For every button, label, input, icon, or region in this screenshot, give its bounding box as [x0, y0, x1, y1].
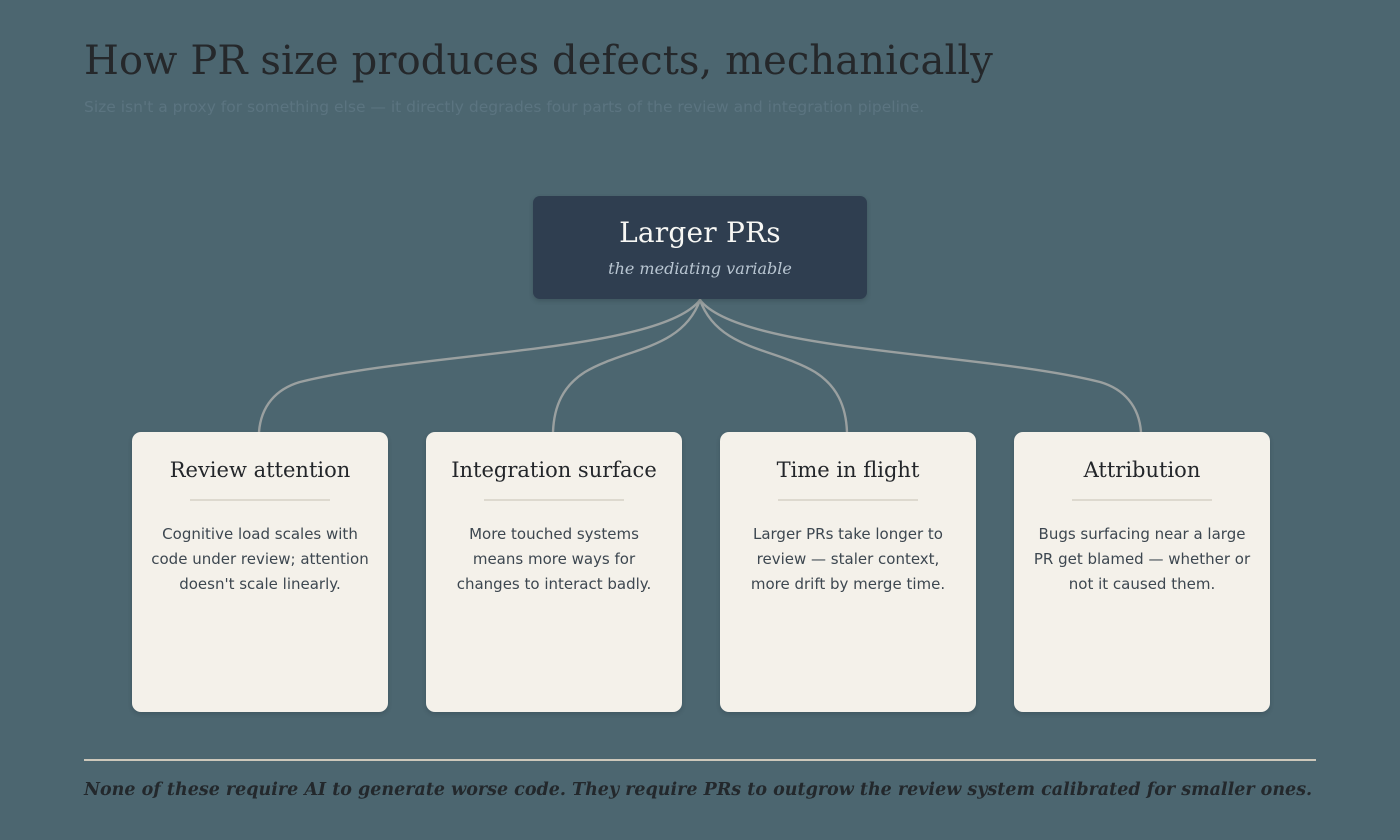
- card-review-attention[interactable]: Review attention Cognitive load scales w…: [132, 432, 388, 712]
- card-title: Attribution: [1083, 458, 1201, 482]
- connector-line-review-attention: [257, 298, 702, 434]
- connector-line-attribution: [698, 298, 1143, 434]
- connector-line-time-in-flight: [698, 298, 849, 434]
- card-attribution[interactable]: Attribution Bugs surfacing near a large …: [1014, 432, 1270, 712]
- card-divider: [1072, 499, 1212, 502]
- page-subtitle: Size isn't a proxy for something else — …: [84, 98, 925, 117]
- card-divider: [778, 499, 918, 502]
- card-body: Bugs surfacing near a large PR get blame…: [1033, 525, 1251, 594]
- card-time-in-flight[interactable]: Time in flight Larger PRs take longer to…: [720, 432, 976, 712]
- card-title: Review attention: [169, 458, 351, 482]
- card-divider: [484, 499, 624, 502]
- card-title: Integration surface: [451, 458, 657, 482]
- page-title: How PR size produces defects, mechanical…: [84, 38, 993, 84]
- card-body: More touched systems means more ways for…: [456, 525, 652, 594]
- card-divider: [190, 499, 330, 502]
- card-title: Time in flight: [776, 458, 920, 482]
- root-node-title: Larger PRs: [619, 215, 781, 249]
- card-body: Larger PRs take longer to review — stale…: [750, 525, 946, 594]
- footer-note: None of these require AI to generate wor…: [84, 780, 1313, 800]
- card-body: Cognitive load scales with code under re…: [151, 525, 369, 594]
- header: How PR size produces defects, mechanical…: [84, 38, 1324, 117]
- connector-line-integration-surface: [551, 298, 702, 434]
- root-node-subtitle: the mediating variable: [608, 258, 792, 278]
- footer-divider: [84, 759, 1316, 761]
- card-integration-surface[interactable]: Integration surface More touched systems…: [426, 432, 682, 712]
- root-node-larger-prs[interactable]: Larger PRs the mediating variable: [533, 196, 867, 299]
